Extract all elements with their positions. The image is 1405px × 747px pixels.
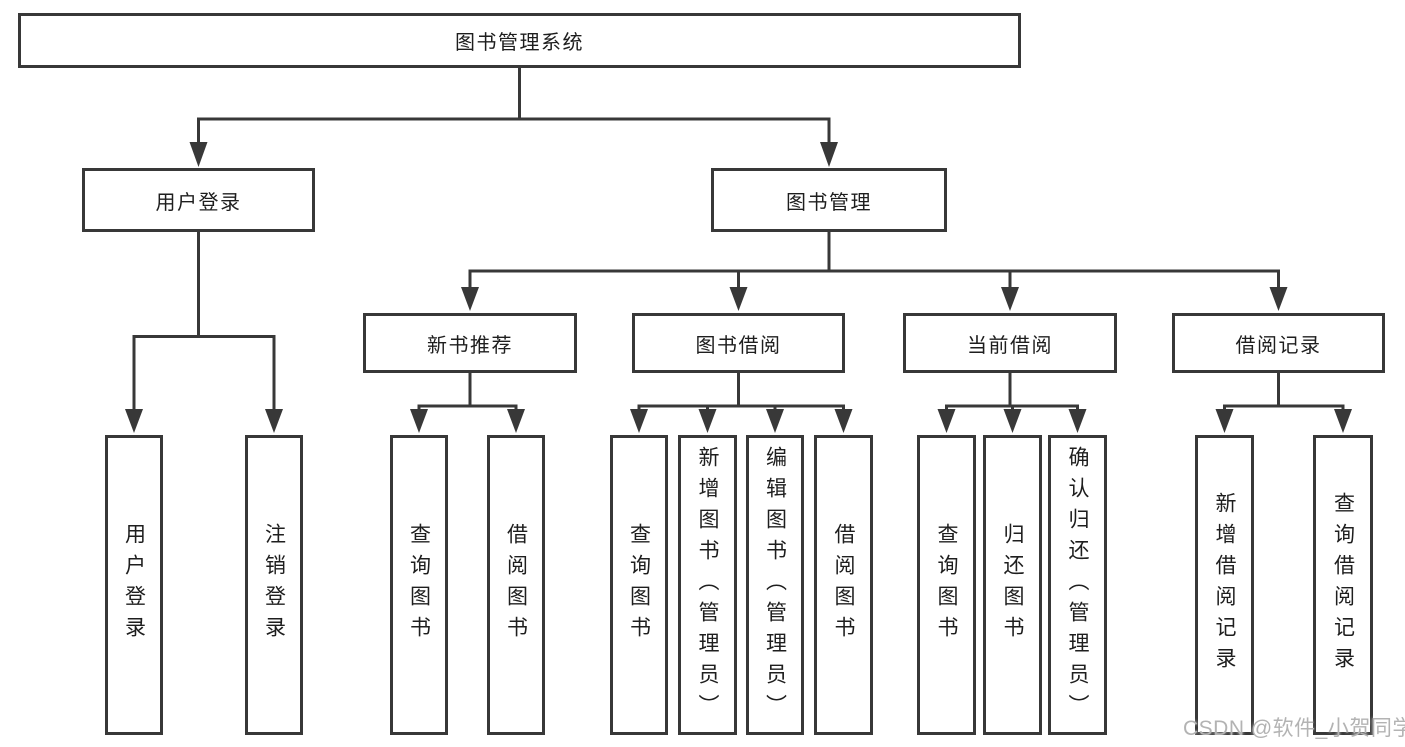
node-label: 借阅图书 — [832, 523, 855, 647]
node-book-management: 图书管理 — [711, 168, 947, 232]
node-label: 查询图书 — [627, 523, 651, 647]
leaf-confirm-return-admin: 确认归还（管理员） — [1048, 435, 1107, 735]
node-label: 借阅记录 — [1235, 334, 1322, 357]
node-label: 确认归还（管理员） — [1066, 445, 1089, 725]
node-label: 当前借阅 — [967, 334, 1053, 357]
node-library-management-system: 图书管理系统 — [18, 13, 1021, 68]
node-label: 新书推荐 — [427, 334, 513, 357]
leaf-return-books: 归还图书 — [983, 435, 1042, 735]
leaf-query-books-current: 查询图书 — [917, 435, 976, 735]
node-label: 新增图书（管理员） — [696, 445, 719, 725]
node-label: 查询图书 — [935, 523, 958, 647]
node-label: 借阅图书 — [504, 523, 528, 647]
watermark: CSDN @软件_小贺同学 — [1183, 717, 1405, 740]
node-label: 图书管理 — [786, 191, 872, 214]
leaf-add-books-admin: 新增图书（管理员） — [678, 435, 737, 735]
node-label: 归还图书 — [1001, 523, 1024, 647]
leaf-borrow-books: 借阅图书 — [814, 435, 873, 735]
leaf-edit-books-admin: 编辑图书（管理员） — [746, 435, 804, 735]
leaf-user-login: 用户登录 — [105, 435, 163, 735]
leaf-query-borrow-record: 查询借阅记录 — [1313, 435, 1373, 735]
node-current-borrowing: 当前借阅 — [903, 313, 1117, 373]
leaf-query-books-borrowing: 查询图书 — [610, 435, 668, 735]
node-label: 编辑图书（管理员） — [763, 445, 787, 725]
node-label: 查询借阅记录 — [1331, 492, 1355, 678]
leaf-borrow-books-recommend: 借阅图书 — [487, 435, 545, 735]
leaf-add-borrow-record: 新增借阅记录 — [1195, 435, 1254, 735]
node-label: 图书管理系统 — [455, 32, 584, 54]
node-label: 查询图书 — [407, 523, 431, 647]
leaf-query-books-recommend: 查询图书 — [390, 435, 448, 735]
node-book-borrowing: 图书借阅 — [632, 313, 845, 373]
node-user-login: 用户登录 — [82, 168, 315, 232]
node-label: 用户登录 — [155, 191, 242, 214]
node-label: 图书借阅 — [695, 334, 782, 357]
leaf-logout-login: 注销登录 — [245, 435, 303, 735]
node-label: 新增借阅记录 — [1213, 492, 1236, 678]
node-new-book-recommend: 新书推荐 — [363, 313, 577, 373]
node-label: 用户登录 — [122, 523, 146, 647]
node-label: 注销登录 — [262, 523, 286, 647]
node-borrowing-records: 借阅记录 — [1172, 313, 1385, 373]
